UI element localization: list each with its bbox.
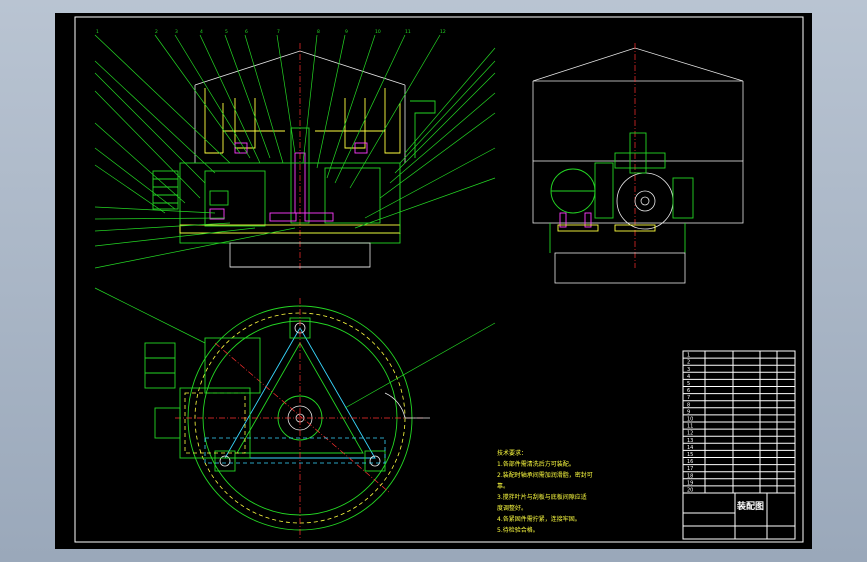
side-view [532, 43, 744, 284]
svg-text:9: 9 [345, 29, 348, 35]
parts-list-row-number: 8 [687, 402, 690, 408]
tech-note-5: 度调整好。 [497, 504, 527, 512]
svg-text:8: 8 [317, 29, 320, 35]
tech-note-1: 1.各部件需清洗后方可装配。 [497, 460, 575, 468]
drawing-border [74, 16, 804, 543]
parts-list-row-number: 20 [687, 488, 693, 494]
top-plan-view [94, 287, 496, 538]
parts-list-row-number: 3 [687, 367, 690, 373]
parts-list-row-number: 2 [687, 360, 690, 366]
parts-list-row-number: 19 [687, 480, 693, 486]
svg-text:6: 6 [245, 29, 248, 35]
parts-list-row-number: 7 [687, 395, 690, 401]
svg-text:12: 12 [440, 29, 446, 35]
tech-note-2: 2.装配时轴承间需加润滑脂，密封可 [497, 471, 593, 479]
parts-list-row-number: 6 [687, 388, 690, 394]
parts-list-row-number: 18 [687, 473, 693, 479]
parts-list-row-number: 15 [687, 452, 693, 458]
drawing-sheet: 1 2 3 4 5 6 7 8 9 10 11 12 [55, 13, 812, 549]
parts-list-row-number: 4 [687, 374, 690, 380]
svg-text:11: 11 [405, 29, 411, 35]
tech-note-4: 3.搅拌叶片与刮板与底板间隙应适 [497, 493, 587, 501]
svg-text:2: 2 [155, 29, 158, 35]
front-section-view: 1 2 3 4 5 6 7 8 9 10 11 12 [94, 29, 496, 271]
parts-list-row-number: 14 [687, 445, 693, 451]
technical-notes: 技术要求： 1.各部件需清洗后方可装配。 2.装配时轴承间需加润滑脂，密封可 靠… [497, 449, 593, 534]
parts-list-row-number: 17 [687, 466, 693, 472]
parts-list-row-number: 10 [687, 417, 693, 423]
tech-notes-heading: 技术要求： [497, 449, 527, 457]
drawing-canvas: 1 2 3 4 5 6 7 8 9 10 11 12 [74, 16, 804, 543]
tech-note-7: 5.待检验合格。 [497, 526, 539, 534]
parts-list-row-number: 12 [687, 431, 693, 437]
drawing-title: 装配图 [736, 500, 764, 512]
svg-text:7: 7 [277, 29, 280, 35]
parts-list-row-number: 11 [687, 424, 693, 430]
tech-note-3: 靠。 [497, 482, 509, 490]
svg-text:1: 1 [96, 29, 99, 35]
parts-list-row-number: 9 [687, 409, 690, 415]
tech-note-6: 4.各紧固件需拧紧，连接牢固。 [497, 515, 581, 523]
parts-list-row-number: 13 [687, 438, 693, 444]
svg-text:5: 5 [225, 29, 228, 35]
svg-text:10: 10 [375, 29, 381, 35]
parts-list-row-number: 1 [687, 353, 690, 359]
parts-list-row-number: 5 [687, 381, 690, 387]
parts-list-row-number: 16 [687, 459, 693, 465]
svg-text:4: 4 [200, 29, 203, 35]
svg-text:3: 3 [175, 29, 178, 35]
